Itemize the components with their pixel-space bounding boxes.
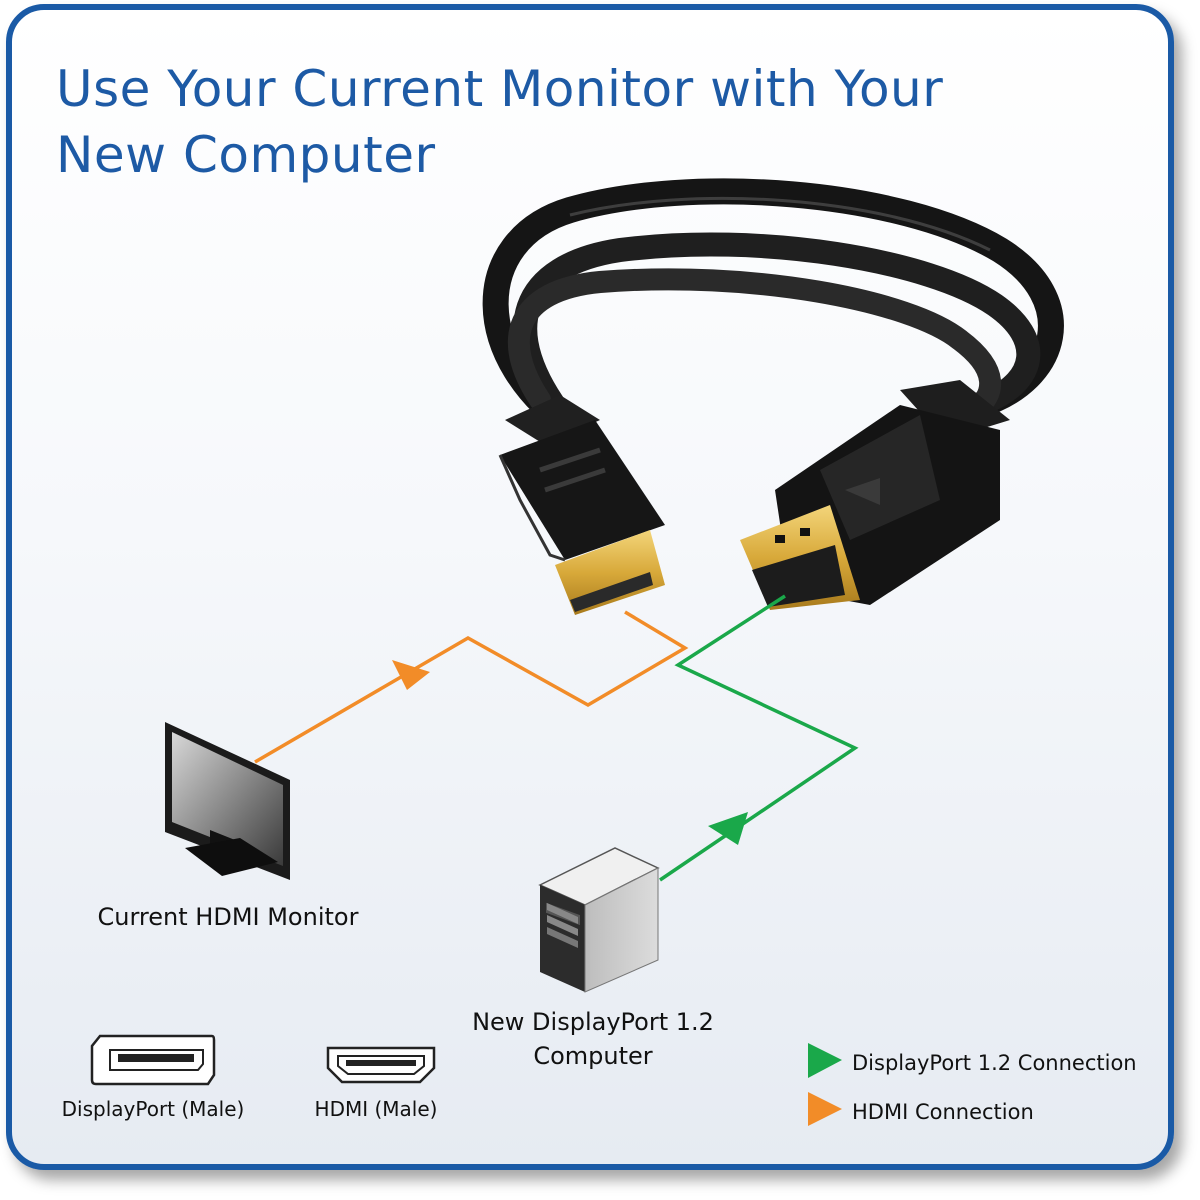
hdmi-cable-plug-icon — [498, 395, 665, 615]
computer-label-line2: Computer — [533, 1042, 652, 1070]
displayport-port-icon — [90, 1034, 216, 1086]
page-title: Use Your Current Monitor with Your New C… — [56, 60, 944, 184]
hdmi-connection-line — [254, 610, 689, 764]
hdmi-connector-label: HDMI (Male) — [315, 1097, 438, 1121]
displayport-connector-label: DisplayPort (Male) — [62, 1097, 245, 1121]
displayport-flow-arrow-icon — [708, 812, 748, 845]
legend: DisplayPort 1.2 Connection HDMI Connecti… — [808, 1043, 1137, 1126]
hdmi-flow-arrow-icon — [392, 660, 430, 690]
computer-tower-icon — [538, 847, 660, 993]
legend-displayport-label: DisplayPort 1.2 Connection — [852, 1051, 1137, 1075]
legend-displayport-marker-icon — [808, 1043, 842, 1078]
displayport-connection-line — [659, 594, 859, 882]
cable-coil — [482, 178, 1064, 443]
monitor-icon — [165, 722, 290, 880]
legend-hdmi-marker-icon — [808, 1092, 842, 1126]
computer-label-line1: New DisplayPort 1.2 — [472, 1008, 714, 1036]
monitor-label: Current HDMI Monitor — [98, 903, 359, 931]
displayport-cable-plug-icon — [740, 380, 1010, 610]
hdmi-port-icon — [326, 1046, 436, 1084]
legend-hdmi-label: HDMI Connection — [852, 1100, 1034, 1124]
